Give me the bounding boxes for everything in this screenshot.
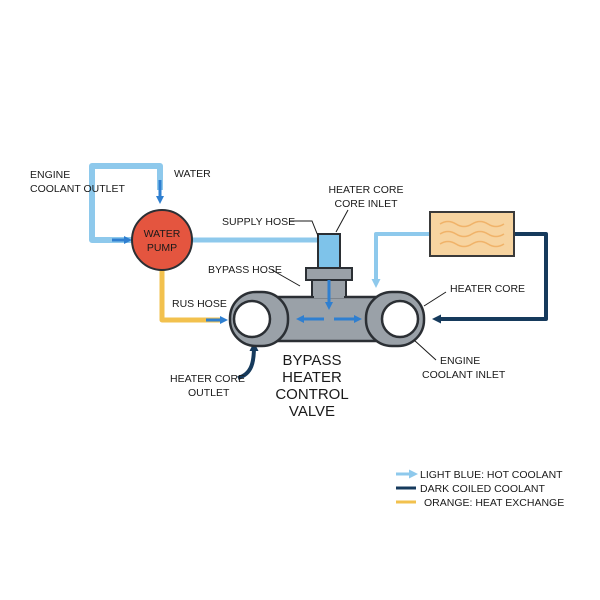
heater-core-outlet-label-2: OUTLET	[188, 387, 230, 399]
heater-core-return-hose	[440, 232, 548, 321]
heater-core-outlet-label-1: HEATER CORE	[170, 373, 245, 385]
legend-item-heat-exchange: ORANGE: HEAT EXCHANGE	[396, 497, 564, 509]
bypass-hose-label: BYPASS HOSE	[208, 264, 282, 276]
water-pump-label-2: PUMP	[147, 242, 177, 254]
inlet-leader	[335, 209, 349, 233]
return-hose-orange	[159, 268, 222, 323]
supply-hose-label: SUPPLY HOSE	[222, 216, 295, 228]
supply-hose-leader	[290, 220, 319, 237]
legend-item-dark-coolant: DARK COILED COOLANT	[396, 483, 545, 495]
heater-core-supply-hose	[374, 232, 430, 282]
valve-label-4: VALVE	[289, 403, 335, 420]
engine-outlet-hose	[89, 163, 163, 243]
heater-core	[429, 211, 515, 257]
engine-coolant-inlet-label-1: ENGINE	[440, 355, 480, 367]
bypass-hose-leader	[271, 269, 301, 287]
engine-coolant-outlet-label-1: ENGINE	[30, 169, 70, 181]
heater-core-leader	[423, 291, 447, 307]
water-pump-label-1: WATER	[144, 228, 181, 240]
heater-core-inlet-label-2: CORE INLET	[334, 198, 398, 210]
valve-label-3: CONTROL	[275, 386, 348, 403]
legend-label: ORANGE: HEAT EXCHANGE	[424, 497, 564, 509]
engine-coolant-outlet-label-2: COOLANT OUTLET	[30, 183, 125, 195]
heater-core-inlet-label-1: HEATER CORE	[328, 184, 403, 196]
legend-label: LIGHT BLUE: HOT COOLANT	[420, 469, 563, 481]
engine-coolant-inlet-label-2: COOLANT INLET	[422, 369, 506, 381]
water-pump	[131, 209, 193, 271]
heater-core-label: HEATER CORE	[450, 283, 525, 295]
legend-label: DARK COILED COOLANT	[420, 483, 545, 495]
heater-core-inlet-pipe	[317, 233, 341, 273]
bypass-heater-control-valve	[228, 233, 426, 348]
water-label: WATER	[174, 168, 211, 180]
valve-label-1: BYPASS	[283, 352, 342, 369]
heater-core-outlet-arrow	[237, 342, 259, 380]
valve-label-2: HEATER	[282, 369, 342, 386]
engine-inlet-leader	[413, 339, 437, 361]
legend: LIGHT BLUE: HOT COOLANT DARK COILED COOL…	[396, 469, 564, 509]
rus-hose-label: RUS HOSE	[172, 298, 227, 310]
legend-item-hot-coolant: LIGHT BLUE: HOT COOLANT	[396, 469, 563, 481]
